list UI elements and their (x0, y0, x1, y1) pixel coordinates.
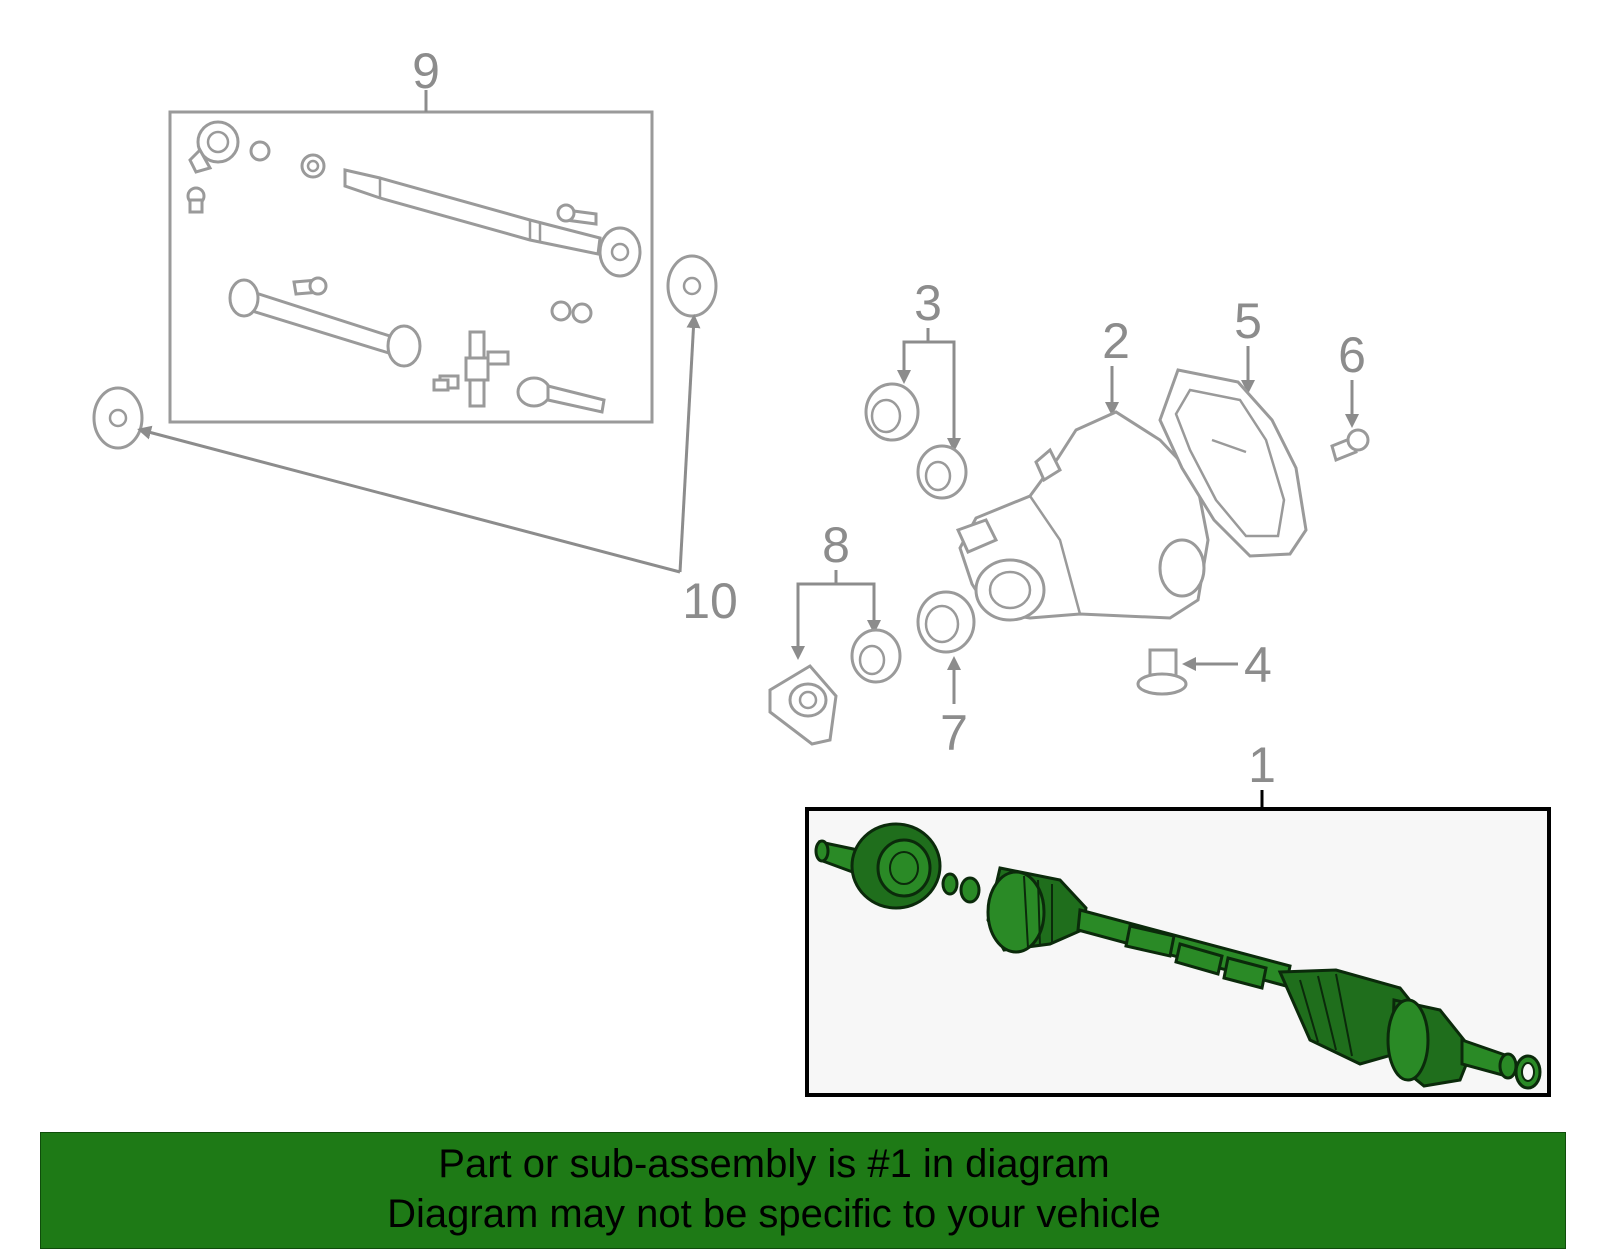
cv-axle-assembly-group[interactable]: 1 (805, 737, 1551, 1097)
plug-group[interactable]: 4 (1136, 637, 1272, 696)
callout-8: 8 (822, 517, 850, 573)
upper-driveshaft-part (343, 168, 642, 278)
flange-bearing-group[interactable]: 8 (768, 517, 902, 746)
callout-10: 10 (682, 573, 738, 629)
bearing-upper-part (864, 382, 920, 442)
flex-disc-left-part (92, 386, 144, 450)
callout-7: 7 (940, 705, 968, 761)
rear-cover-part (1158, 368, 1308, 558)
rear-cover-group[interactable]: 5 (1158, 293, 1308, 558)
banner-line-2: Diagram may not be specific to your vehi… (387, 1192, 1161, 1236)
callout-9: 9 (412, 43, 440, 99)
callout-6: 6 (1338, 327, 1366, 383)
callout-5: 5 (1234, 293, 1262, 349)
banner-line-1: Part or sub-assembly is #1 in diagram (438, 1142, 1110, 1186)
callout-2: 2 (1102, 313, 1130, 369)
info-banner: Part or sub-assembly is #1 in diagram Di… (40, 1132, 1566, 1249)
slip-yoke-part (516, 376, 606, 414)
callout-3: 3 (914, 275, 942, 331)
flex-disc-group[interactable]: 10 (92, 254, 738, 629)
flex-disc-right-part (666, 254, 718, 318)
callout-1: 1 (1248, 737, 1276, 793)
differential-carrier-group[interactable]: 2 (955, 313, 1210, 622)
lower-driveshaft-part (228, 276, 593, 368)
bearing-set-group[interactable]: 3 (864, 275, 968, 500)
callout-4: 4 (1244, 637, 1272, 693)
bolt-group[interactable]: 6 (1330, 327, 1370, 463)
cv-axle-part (814, 822, 1542, 1090)
u-joint-part (432, 330, 510, 408)
driveshaft-kit-box (168, 110, 654, 424)
driveshaft-kit-group[interactable]: 9 (168, 43, 654, 424)
flange-yoke-part (186, 120, 326, 214)
seal-group[interactable]: 7 (916, 590, 976, 761)
